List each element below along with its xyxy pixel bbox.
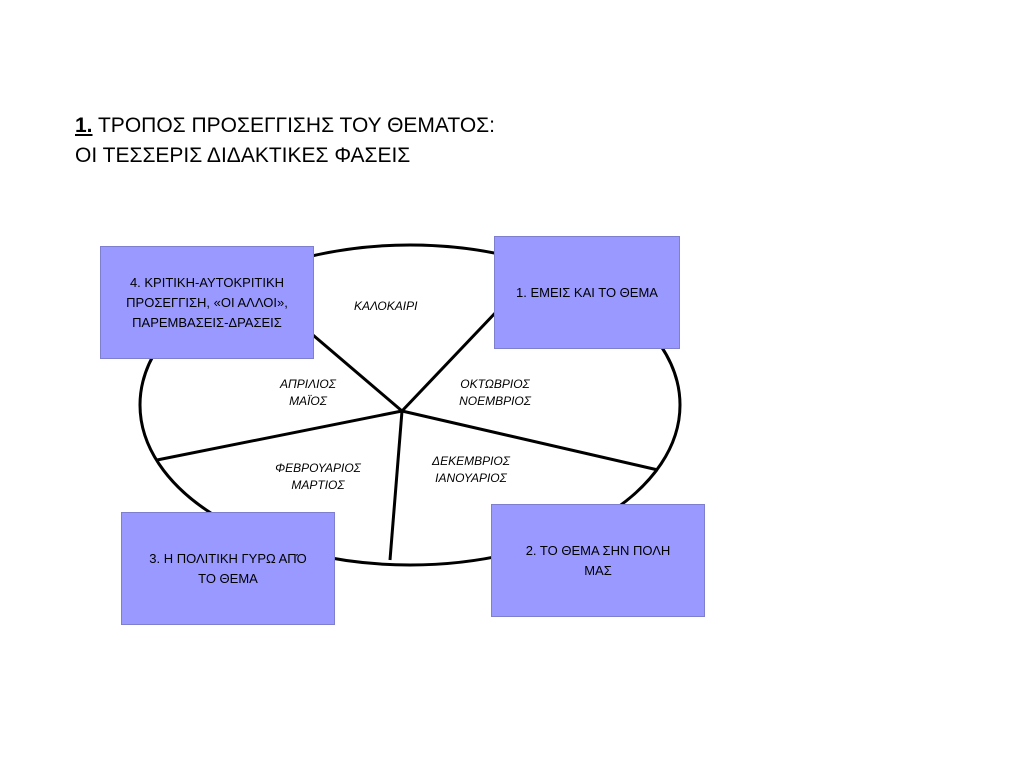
segment-label-october: ΟΚΤΩΒΡΙΟΣ bbox=[460, 377, 530, 391]
phase-4-label-line-2: ΠΡΟΣΕΓΓΙΣΗ, «ΟΙ ΑΛΛΟΙ», bbox=[126, 294, 288, 310]
divider-line-top-right bbox=[400, 308, 500, 413]
segment-label-february-march: ΦΕΒΡΟΥΑΡΙΟΣ ΜΑΡΤΙΟΣ bbox=[258, 460, 378, 494]
segment-label-may: ΜΑΪΟΣ bbox=[289, 394, 327, 408]
segment-label-april: ΑΠΡΙΛΙΟΣ bbox=[280, 377, 336, 391]
year-ellipse bbox=[138, 243, 682, 567]
title-text-1: ΤΡΟΠΟΣ ΠΡΟΣΕΓΓΙΣΗΣ ΤΟΥ ΘΕΜΑΤΟΣ: bbox=[97, 114, 495, 137]
phase-3-label-line-1: 3. Η ΠΟΛΙΤΙΚΗ ΓΥΡΩ ΑΠΌ bbox=[149, 550, 307, 566]
divider-line-bottom bbox=[388, 410, 404, 561]
segment-label-december-january: ΔΕΚΕΜΒΡΙΟΣ ΙΑΝΟΥΑΡΙΟΣ bbox=[415, 453, 527, 487]
segment-label-november: ΝΟΕΜΒΡΙΟΣ bbox=[459, 394, 531, 408]
phase-4-label-line-1: 4. ΚΡΙΤΙΚΗ-ΑΥΤΟΚΡΙΤΙΚΗ bbox=[129, 274, 285, 290]
segment-label-october-november: ΟΚΤΩΒΡΙΟΣ ΝΟΕΜΒΡΙΟΣ bbox=[443, 376, 547, 410]
phase-box-2: 2. ΤΟ ΘΕΜΑ ΣΗΝ ΠΟΛΗ ΜΑΣ bbox=[491, 504, 705, 617]
segment-label-december: ΔΕΚΕΜΒΡΙΟΣ bbox=[432, 454, 510, 468]
phase-box-4: 4. ΚΡΙΤΙΚΗ-ΑΥΤΟΚΡΙΤΙΚΗ ΠΡΟΣΕΓΓΙΣΗ, «ΟΙ Α… bbox=[100, 246, 314, 359]
segment-label-january: ΙΑΝΟΥΑΡΙΟΣ bbox=[435, 471, 507, 485]
divider-line-left bbox=[156, 409, 403, 462]
phase-3-label-line-2: ΤΟ ΘΕΜΑ bbox=[198, 570, 258, 586]
phase-1-label: 1. ΕΜΕΙΣ ΚΑΙ ΤΟ ΘΕΜΑ bbox=[516, 284, 658, 300]
segment-label-summer: ΚΑΛΟΚΑΙΡΙ bbox=[354, 299, 418, 313]
title-number: 1. bbox=[75, 114, 93, 137]
phase-4-label-line-3: ΠΑΡΕΜΒΑΣΕΙΣ-ΔΡΑΣΕΙΣ bbox=[132, 314, 282, 330]
phase-2-label-line-1: 2. ΤΟ ΘΕΜΑ ΣΗΝ ΠΟΛΗ bbox=[525, 542, 671, 558]
segment-label-april-may: ΑΠΡΙΛΙΟΣ ΜΑΪΟΣ bbox=[262, 376, 354, 410]
segment-label-march: ΜΑΡΤΙΟΣ bbox=[291, 478, 345, 492]
phase-box-3: 3. Η ΠΟΛΙΤΙΚΗ ΓΥΡΩ ΑΠΌ ΤΟ ΘΕΜΑ bbox=[121, 512, 335, 625]
phase-2-label-line-2: ΜΑΣ bbox=[584, 562, 612, 578]
slide-title: 1. ΤΡΟΠΟΣ ΠΡΟΣΕΓΓΙΣΗΣ ΤΟΥ ΘΕΜΑΤΟΣ: ΟΙ ΤΕ… bbox=[75, 111, 495, 171]
phase-box-1: 1. ΕΜΕΙΣ ΚΑΙ ΤΟ ΘΕΜΑ bbox=[494, 236, 680, 349]
title-line-2: ΟΙ ΤΕΣΣΕΡΙΣ ΔΙΔΑΚΤΙΚΕΣ ΦΑΣΕΙΣ bbox=[75, 144, 411, 167]
divider-line-right bbox=[401, 409, 659, 472]
title-line-1: 1. ΤΡΟΠΟΣ ΠΡΟΣΕΓΓΙΣΗΣ ΤΟΥ ΘΕΜΑΤΟΣ: bbox=[75, 111, 495, 141]
segment-label-february: ΦΕΒΡΟΥΑΡΙΟΣ bbox=[275, 461, 361, 475]
